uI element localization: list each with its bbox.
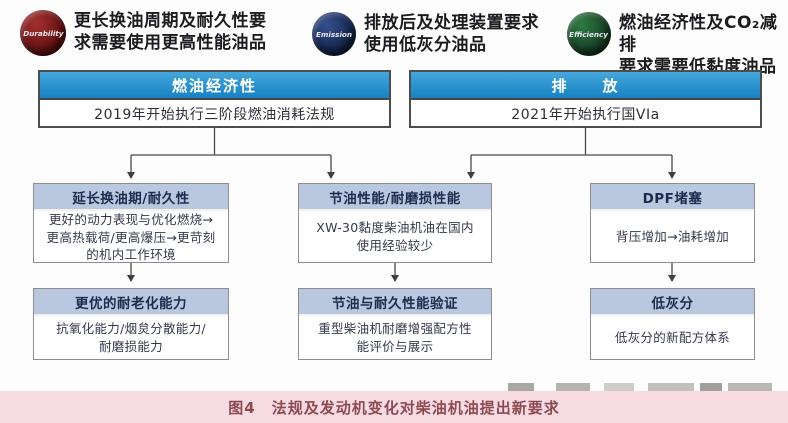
badge-emission-line2: 使用低灰分油品 [364, 35, 487, 55]
badge-emission-line1: 排放后及处理装置要求 [364, 13, 539, 33]
box-validation-title: 节油与耐久性能验证 [299, 289, 491, 316]
badge-durability-line1: 更长换油周期及耐久性要 [74, 11, 267, 31]
body-line: 低灰分的新配方体系 [614, 329, 731, 345]
efficiency-icon: Efficiency [567, 12, 611, 56]
box-validation: 节油与耐久性能验证 重型柴油机耐磨增强配方性 能评价与展示 [298, 288, 492, 360]
watermark-block [508, 383, 534, 393]
body-line: 抗氧化能力/烟炱分散能力/ [56, 321, 206, 336]
body-line: 使用经验较少 [356, 237, 434, 253]
header-fuel-economy-title: 燃油经济性 [40, 72, 389, 100]
body-line: 能评价与展示 [356, 338, 434, 354]
figure-caption: 图4 法规及发动机变化对柴油机油提出新要求 [228, 398, 560, 417]
box-oil-drain-durability-body: 更好的动力表现与优化燃烧→ 更高热载荷/更高爆压→更苛刻 的机内工作环境 [34, 211, 228, 264]
header-fuel-economy-subtitle: 2019年开始执行三阶段燃油消耗法规 [94, 107, 335, 123]
body-line: 更高热载荷/更高爆压→更苛刻 [46, 229, 216, 245]
box-aging-resistance-title: 更优的耐老化能力 [34, 289, 228, 316]
box-oil-drain-durability-title: 延长换油期/耐久性 [34, 184, 228, 211]
badge-durability-text: 更长换油周期及耐久性要 求需要使用更高性能油品 [74, 10, 267, 54]
badge-durability-line2: 求需要使用更高性能油品 [74, 33, 267, 53]
box-dpf-clogging-body: 背压增加→油耗增加 [591, 211, 754, 262]
emission-icon: Emission [312, 12, 356, 56]
body-line: 重型柴油机耐磨增强配方性 [318, 321, 472, 336]
box-low-ash: 低灰分 低灰分的新配方体系 [590, 288, 755, 360]
badge-emission: Emission 排放后及处理装置要求 使用低灰分油品 [312, 12, 539, 56]
badge-durability: Durability 更长换油周期及耐久性要 求需要使用更高性能油品 [20, 10, 267, 56]
durability-icon-label: Durability [22, 28, 64, 38]
box-aging-resistance-body: 抗氧化能力/烟炱分散能力/ 耐磨损能力 [34, 316, 228, 359]
body-line: 的机内工作环境 [86, 247, 176, 262]
body-line: 耐磨损能力 [98, 338, 163, 354]
caption-strip: 图4 法规及发动机变化对柴油机油提出新要求 [0, 391, 788, 423]
header-emissions-subtitle: 2021年开始执行国VIa [511, 107, 660, 123]
box-low-ash-title: 低灰分 [591, 289, 754, 316]
watermark-block [700, 383, 722, 393]
header-emissions-title: 排 放 [411, 72, 760, 100]
efficiency-icon-label: Efficiency [569, 29, 609, 39]
badge-emission-text: 排放后及处理装置要求 使用低灰分油品 [364, 12, 539, 56]
box-fuel-saving-wear: 节油性能/耐磨损性能 XW-30黏度柴油机油在国内 使用经验较少 [298, 183, 492, 263]
watermark-block [648, 383, 694, 393]
body-line: XW-30黏度柴油机油在国内 [316, 220, 474, 235]
durability-icon: Durability [20, 10, 66, 56]
box-oil-drain-durability: 延长换油期/耐久性 更好的动力表现与优化燃烧→ 更高热载荷/更高爆压→更苛刻 的… [33, 183, 229, 263]
box-validation-body: 重型柴油机耐磨增强配方性 能评价与展示 [299, 316, 491, 359]
box-dpf-clogging: DPF堵塞 背压增加→油耗增加 [590, 183, 755, 263]
box-aging-resistance: 更优的耐老化能力 抗氧化能力/烟炱分散能力/ 耐磨损能力 [33, 288, 229, 360]
box-low-ash-body: 低灰分的新配方体系 [591, 316, 754, 359]
header-fuel-economy: 燃油经济性 2019年开始执行三阶段燃油消耗法规 [38, 70, 391, 128]
badge-efficiency-line1: 燃油经济性及CO₂减排 [619, 13, 778, 55]
body-line: 背压增加→油耗增加 [615, 228, 730, 244]
emission-icon-label: Emission [316, 29, 352, 39]
body-line: 更好的动力表现与优化燃烧→ [48, 212, 214, 227]
watermark-block [728, 383, 772, 393]
header-emissions: 排 放 2021年开始执行国VIa [409, 70, 762, 128]
watermark-block [556, 383, 590, 393]
box-fuel-saving-wear-title: 节油性能/耐磨损性能 [299, 184, 491, 211]
watermark-block [604, 383, 634, 393]
box-fuel-saving-wear-body: XW-30黏度柴油机油在国内 使用经验较少 [299, 211, 491, 262]
box-dpf-clogging-title: DPF堵塞 [591, 184, 754, 211]
